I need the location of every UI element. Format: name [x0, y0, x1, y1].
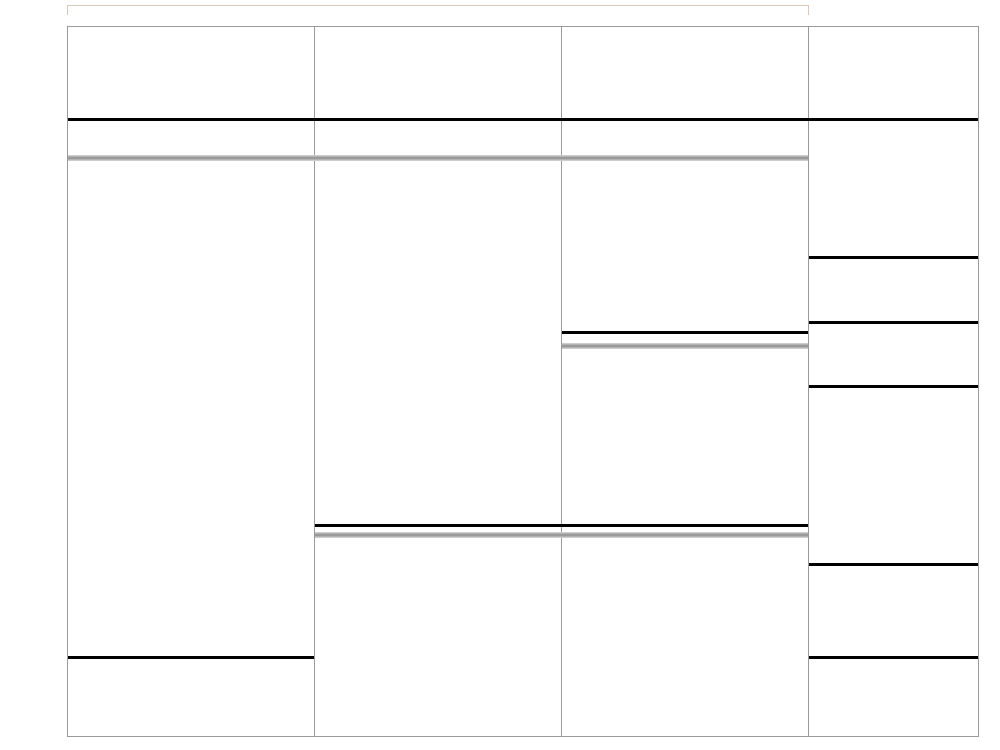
columns-2-3-shade-band — [315, 532, 808, 538]
header-shade-band — [68, 155, 808, 161]
grid-frame — [67, 26, 979, 737]
header-divider — [68, 118, 978, 121]
column-4-divider-4 — [809, 563, 978, 566]
grid-column-3 — [562, 27, 808, 736]
column-separator-3 — [808, 26, 809, 737]
grid-column-1 — [68, 27, 314, 736]
column-1-divider — [68, 656, 314, 659]
column-separator-2 — [561, 26, 562, 737]
column-4-divider-3 — [809, 385, 978, 388]
columns-2-3-divider — [315, 524, 808, 527]
column-separator-1 — [314, 26, 315, 737]
column-4-divider-5 — [809, 656, 978, 659]
grid-column-2 — [315, 27, 561, 736]
top-bracket — [67, 5, 809, 15]
column-3-divider — [562, 331, 808, 334]
column-4-divider-1 — [809, 256, 978, 259]
column-4-divider-2 — [809, 321, 978, 324]
column-3-shade-band — [562, 343, 808, 349]
grid-column-4 — [809, 27, 978, 736]
